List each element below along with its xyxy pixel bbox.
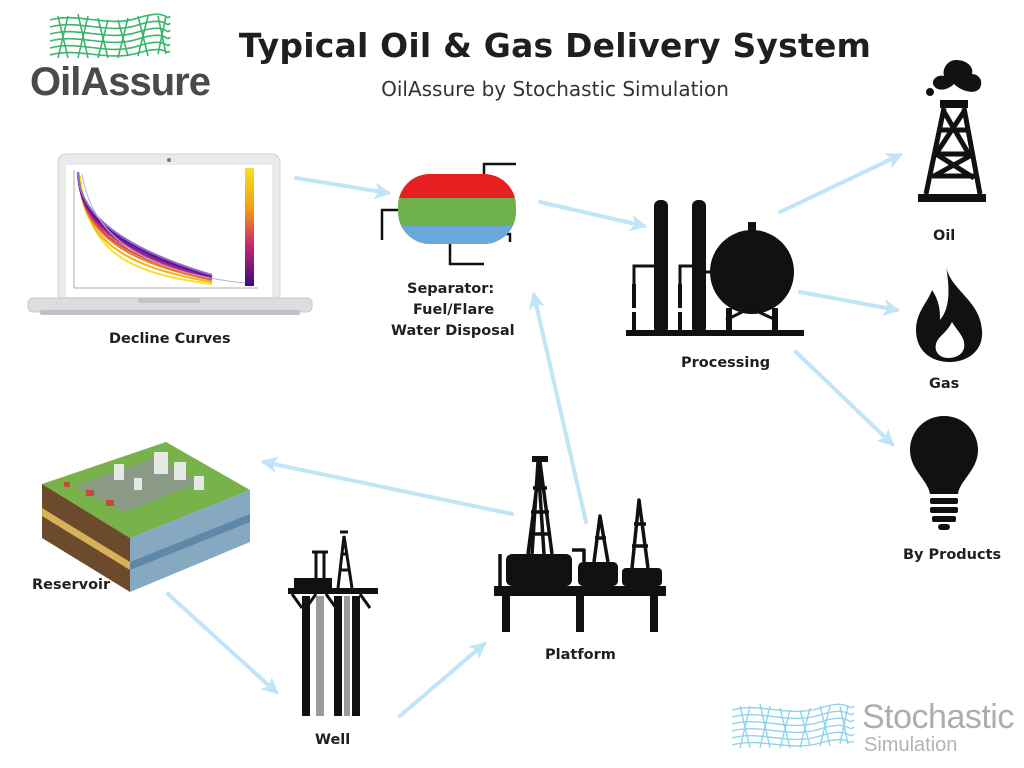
mesh-logo-icon: [731, 703, 855, 749]
arrow-processing-to-gas: [798, 290, 901, 316]
lightbulb-icon: [910, 416, 978, 530]
arrow-platform-to-separator: [528, 291, 588, 524]
page-subtitle: OilAssure by Stochastic Simulation: [381, 77, 729, 101]
arrow-processing-to-oil: [778, 153, 904, 214]
arrow-well-to-platform: [398, 641, 487, 718]
arrow-reservoir-to-well: [166, 592, 279, 695]
label-separator: Separator:: [407, 281, 495, 297]
label-fuel-flare: Fuel/Flare: [413, 302, 495, 318]
arrow-platform-to-reservoir: [260, 456, 514, 516]
label-water-disposal: Water Disposal: [391, 323, 515, 339]
reservoir-block-icon: [42, 442, 250, 592]
label-decline-curves: Decline Curves: [109, 331, 231, 347]
well-icon: [288, 530, 378, 716]
oil-derrick-icon: [918, 60, 986, 202]
platform-icon: [494, 456, 666, 632]
separator-tank-icon: [380, 162, 516, 266]
page-title: Typical Oil & Gas Delivery System: [238, 26, 872, 65]
label-well: Well: [315, 732, 351, 748]
arrow-decline-to-separator: [294, 176, 392, 200]
arrow-separator-to-processing: [538, 200, 648, 232]
stochastic-logo-text: Stochastic: [862, 698, 1014, 736]
label-platform: Platform: [545, 647, 616, 663]
mesh-logo-icon: [49, 13, 171, 59]
simulation-logo-text: Simulation: [864, 734, 958, 756]
label-processing: Processing: [681, 355, 771, 371]
laptop-decline-chart-icon: [27, 153, 313, 315]
processing-plant-icon: [626, 200, 804, 336]
label-by-products: By Products: [903, 547, 1002, 563]
arrow-processing-to-byproducts: [794, 350, 895, 447]
label-reservoir: Reservoir: [32, 577, 111, 593]
flame-icon: [916, 266, 983, 362]
label-gas: Gas: [929, 376, 960, 392]
label-oil: Oil: [933, 228, 956, 244]
oilassure-logo-text: OilAssure: [30, 60, 211, 104]
